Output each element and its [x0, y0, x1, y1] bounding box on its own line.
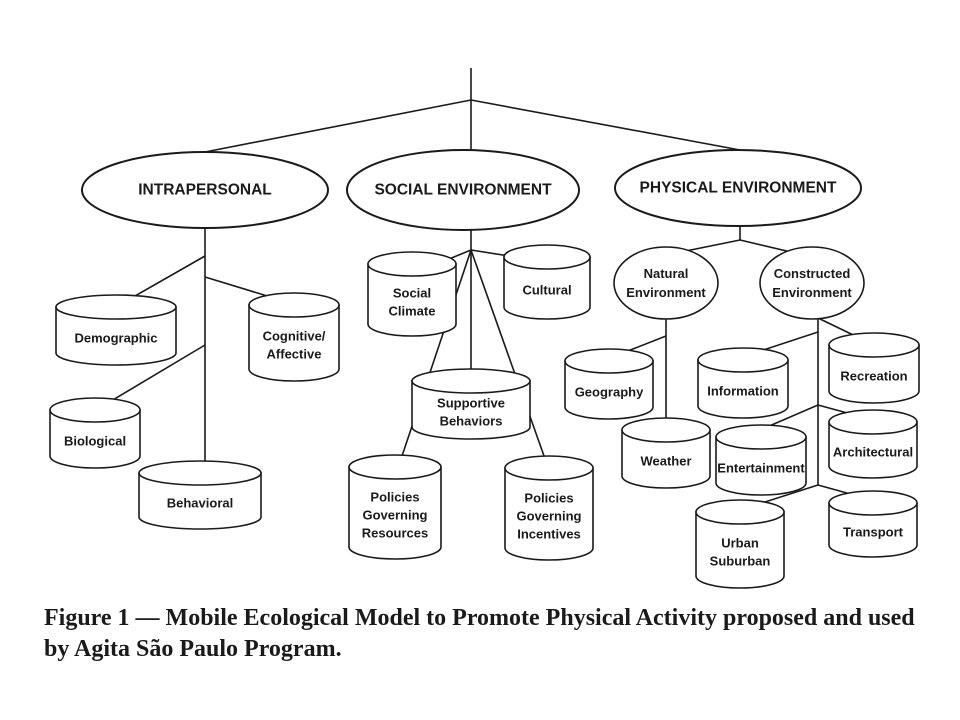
factor-geography-cylinder [564, 360, 654, 420]
factor-policies-resources-cylinder [348, 466, 442, 560]
factor-recreation-cylinder-top [828, 332, 920, 358]
factor-policies-incentives-cylinder-top [504, 455, 594, 481]
edge-social-incentives [470, 249, 550, 471]
factor-architectural: Architectural [828, 409, 918, 479]
factor-information-label-line: Information [707, 384, 779, 399]
factor-urban-label-line: Urban [721, 536, 759, 551]
factor-urban-cylinder-top [695, 499, 785, 525]
node-physical: PHYSICAL ENVIRONMENT [614, 149, 862, 227]
figure-caption: Figure 1 — Mobile Ecological Model to Pr… [44, 605, 915, 662]
factor-social-climate-label-line: Climate [389, 304, 436, 319]
factor-geography: Geography [564, 348, 654, 420]
factor-information-cylinder [697, 359, 789, 419]
factor-cultural-label-line: Cultural [522, 283, 571, 298]
factor-entertainment: Entertainment [715, 424, 807, 496]
factor-demographic-cylinder [55, 306, 177, 366]
factor-policies-resources-label-line: Policies [370, 490, 419, 505]
node-social-ellipse [346, 149, 580, 231]
factor-policies-incentives-cylinder [504, 467, 594, 561]
factor-biological-cylinder-top [49, 397, 141, 423]
factor-behavioral: Behavioral [138, 460, 262, 530]
factor-urban-cylinder [695, 511, 785, 589]
factor-cognitive-cylinder [248, 304, 340, 382]
node-intra-label: INTRAPERSONAL [138, 182, 271, 199]
factor-biological-label-line: Biological [64, 434, 126, 449]
factor-social-climate-label-line: Social [393, 286, 431, 301]
node-physical-label: PHYSICAL ENVIRONMENT [640, 180, 837, 197]
factor-recreation: Recreation [828, 332, 920, 404]
factor-recreation-label-line: Recreation [840, 369, 907, 384]
ecological-model-diagram: INTRAPERSONAL SOCIAL ENVIRONMENT PHYSICAL … [49, 68, 920, 589]
factor-weather-label-line: Weather [640, 454, 691, 469]
factor-geography-label-line: Geography [575, 385, 644, 400]
factor-transport: Transport [828, 490, 918, 558]
edge-social-resources [397, 249, 472, 469]
factor-policies-resources-label-line: Resources [362, 526, 428, 541]
node-intra-ellipse [81, 151, 329, 229]
edge-root-physical [470, 99, 741, 151]
factor-supportive-cylinder [411, 380, 531, 440]
factor-policies-incentives-label-line: Incentives [517, 527, 581, 542]
factor-cognitive: Cognitive/Affective [248, 292, 340, 382]
factor-cognitive-cylinder-top [248, 292, 340, 318]
node-natural-label-line: Natural [644, 266, 689, 281]
factor-information: Information [697, 347, 789, 419]
factor-information-cylinder-top [697, 347, 789, 373]
factor-policies-resources-label-line: Governing [362, 508, 427, 523]
edge-root-intra [204, 99, 472, 153]
factor-supportive-label-line: Behaviors [440, 414, 503, 429]
node-constructed-ellipse [759, 246, 865, 320]
factor-biological: Biological [49, 397, 141, 469]
factor-cultural: Cultural [503, 244, 591, 320]
factor-transport-cylinder-top [828, 490, 918, 516]
factor-demographic: Demographic [55, 294, 177, 366]
node-social-label: SOCIAL ENVIRONMENT [374, 182, 552, 199]
factor-policies-incentives-label-line: Policies [524, 491, 573, 506]
factor-social-climate-cylinder-top [367, 251, 457, 277]
factor-cultural-cylinder-top [503, 244, 591, 270]
node-constructed-label-line: Environment [772, 285, 852, 300]
node-constructed-label-line: Constructed [774, 266, 851, 281]
node-natural-ellipse [613, 246, 719, 320]
factor-cultural-cylinder [503, 256, 591, 320]
factor-recreation-cylinder [828, 344, 920, 404]
factor-social-climate-cylinder [367, 263, 457, 337]
node-intra: INTRAPERSONAL [81, 151, 329, 229]
factor-weather-cylinder-top [621, 417, 711, 443]
factor-entertainment-label-line: Entertainment [717, 461, 805, 476]
factor-weather: Weather [621, 417, 711, 489]
factor-architectural-label-line: Architectural [833, 445, 913, 460]
factor-cognitive-label-line: Cognitive/ [263, 329, 326, 344]
factor-transport-label-line: Transport [843, 525, 904, 540]
factor-demographic-cylinder-top [55, 294, 177, 320]
factor-geography-cylinder-top [564, 348, 654, 374]
factor-behavioral-label-line: Behavioral [167, 496, 233, 511]
factor-weather-cylinder [621, 429, 711, 489]
node-natural-label-line: Environment [626, 285, 706, 300]
factor-entertainment-cylinder-top [715, 424, 807, 450]
node-social: SOCIAL ENVIRONMENT [346, 149, 580, 231]
factor-entertainment-cylinder [715, 436, 807, 496]
factor-urban-label-line: Suburban [710, 554, 771, 569]
factor-architectural-cylinder-top [828, 409, 918, 435]
factor-cognitive-label-line: Affective [267, 347, 322, 362]
factor-architectural-cylinder [828, 421, 918, 479]
factor-policies-incentives-label-line: Governing [516, 509, 581, 524]
node-physical-ellipse [614, 149, 862, 227]
factor-behavioral-cylinder [138, 472, 262, 530]
factor-transport-cylinder [828, 502, 918, 558]
factor-supportive-label-line: Supportive [437, 396, 505, 411]
factor-demographic-label-line: Demographic [74, 331, 157, 346]
factor-supportive-cylinder-top [411, 368, 531, 394]
factor-biological-cylinder [49, 409, 141, 469]
factor-behavioral-cylinder-top [138, 460, 262, 486]
factor-policies-resources-cylinder-top [348, 454, 442, 480]
